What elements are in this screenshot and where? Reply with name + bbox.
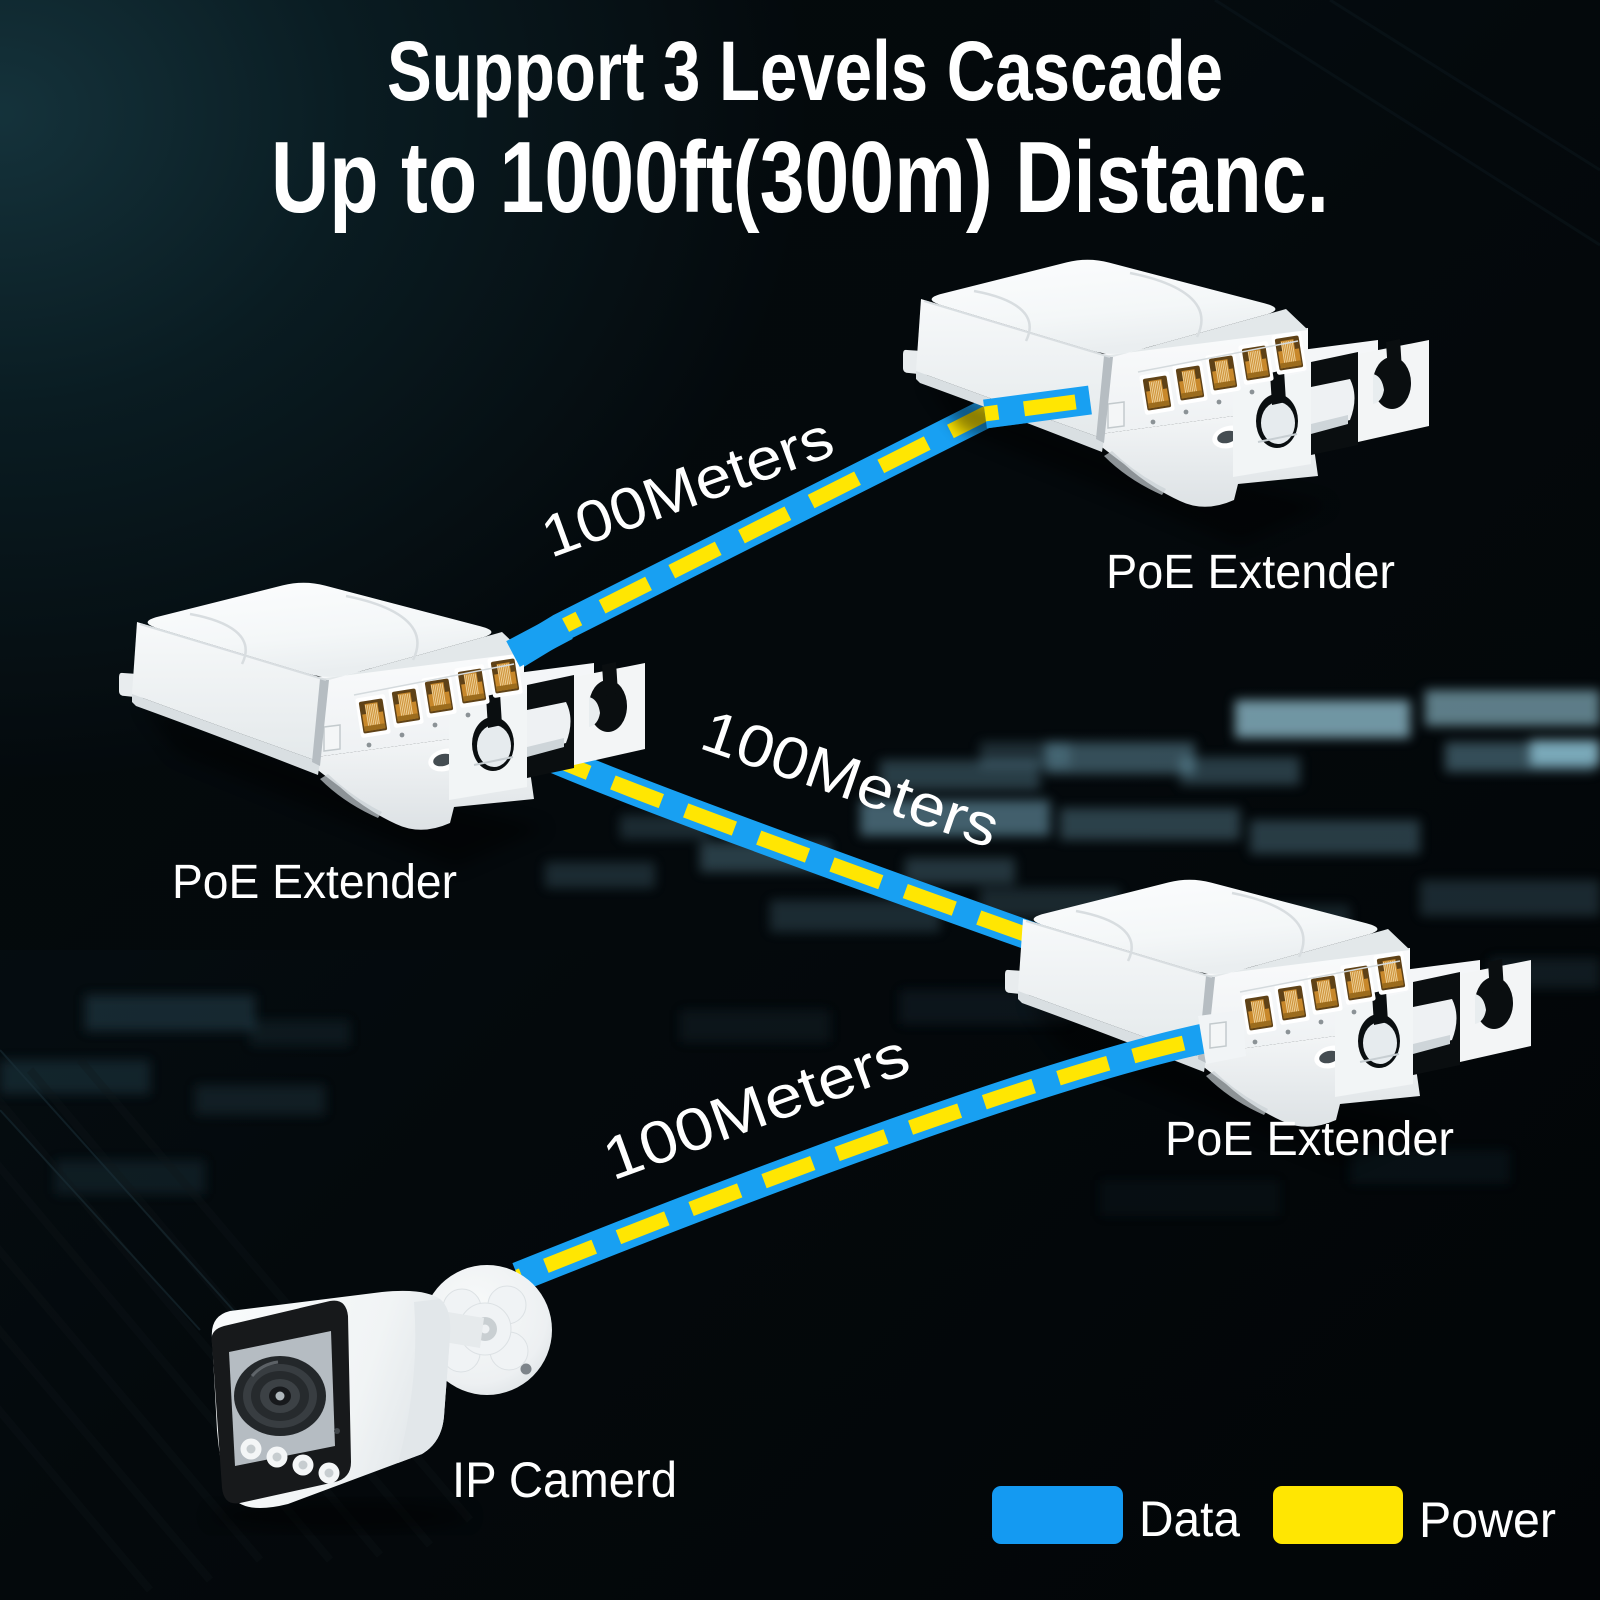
svg-text:Power: Power	[1419, 1492, 1556, 1548]
svg-text:Up to 1000ft(300m) Distanc.: Up to 1000ft(300m) Distanc.	[271, 122, 1329, 234]
svg-text:PoE Extender: PoE Extender	[1106, 546, 1395, 599]
svg-text:IP Camerd: IP Camerd	[452, 1452, 677, 1508]
svg-text:Support 3 Levels Cascade: Support 3 Levels Cascade	[387, 24, 1223, 118]
svg-text:Data: Data	[1139, 1491, 1240, 1547]
svg-text:PoE Extender: PoE Extender	[172, 856, 457, 909]
svg-text:PoE Extender: PoE Extender	[1165, 1113, 1454, 1166]
